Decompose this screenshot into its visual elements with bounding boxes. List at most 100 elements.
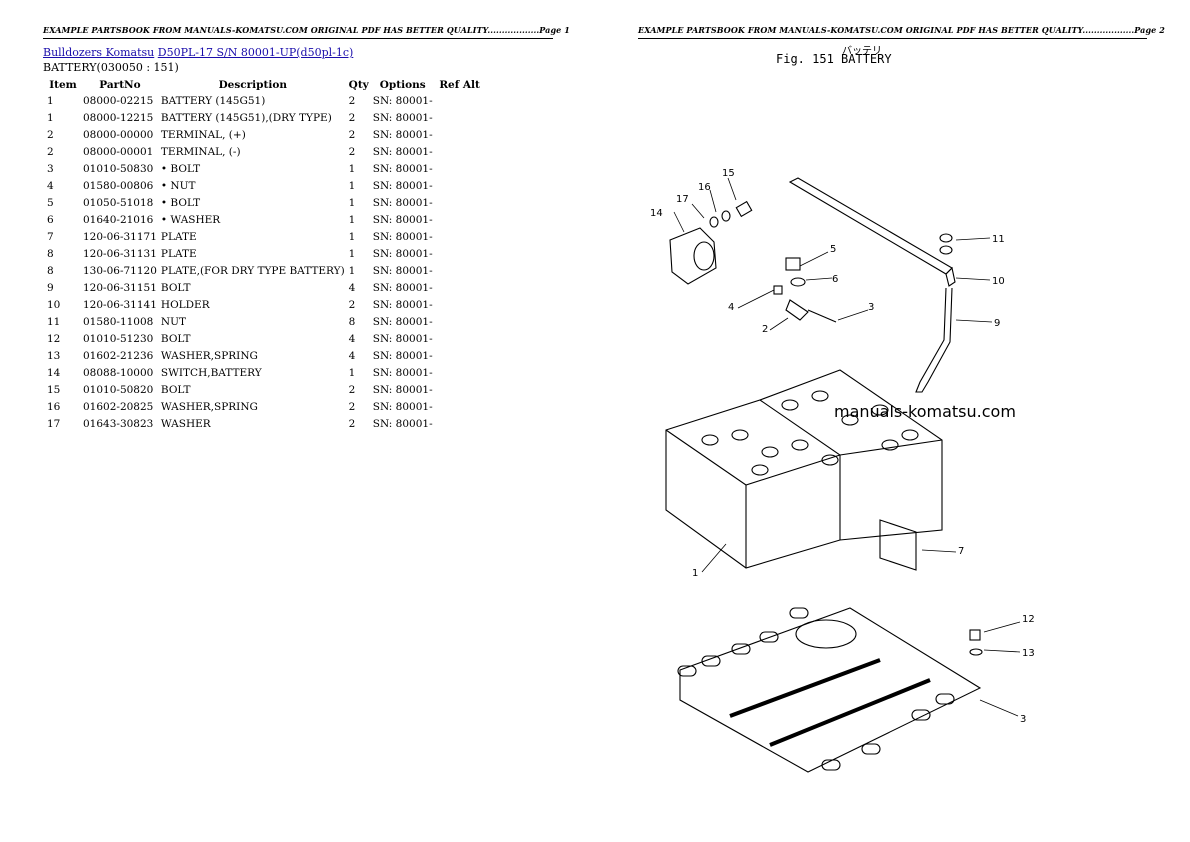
cell-ref-alt	[435, 177, 485, 194]
cell-item: 10	[47, 298, 61, 311]
cell-item: 12	[47, 332, 61, 345]
breadcrumb-link-bulldozers[interactable]: Bulldozers Komatsu	[43, 46, 155, 59]
page1-header: EXAMPLE PARTSBOOK FROM MANUALS-KOMATSU.C…	[43, 25, 570, 39]
cell-item: 8	[47, 247, 54, 260]
cell-ref-alt	[435, 330, 485, 347]
cell-partno: 01643-30823	[83, 417, 154, 430]
cell-ref-alt	[435, 313, 485, 330]
cell-partno: 01602-20825	[83, 400, 154, 413]
cell-item: 17	[47, 417, 61, 430]
cell-description: WASHER,SPRING	[160, 400, 258, 413]
cell-qty: 2	[348, 145, 356, 158]
cell-item: 7	[47, 230, 54, 243]
cell-options: SN: 80001-	[372, 94, 433, 107]
cell-ref-alt	[435, 143, 485, 160]
cell-ref-alt	[435, 279, 485, 296]
table-header-row: Item PartNo Description Qty Options Ref …	[43, 77, 485, 92]
callout-label: 9	[994, 318, 1000, 329]
figure-title: バッテリ Fig. 151 BATTERY	[776, 46, 892, 66]
cell-options: SN: 80001-	[372, 128, 433, 141]
cell-options: SN: 80001-	[372, 196, 433, 209]
cell-options: SN: 80001-	[372, 281, 433, 294]
cell-description: PLATE	[160, 247, 197, 260]
cell-ref-alt	[435, 296, 485, 313]
cell-description: SWITCH,BATTERY	[160, 366, 262, 379]
cell-qty: 4	[348, 281, 356, 294]
figure-title-main: Fig. 151 BATTERY	[776, 52, 892, 66]
cell-qty: 2	[348, 383, 356, 396]
cell-description: WASHER	[160, 417, 211, 430]
callout-label: 10	[992, 276, 1005, 287]
cell-description: • BOLT	[160, 196, 201, 209]
cell-qty: 1	[348, 213, 356, 226]
cell-partno: 01050-51018	[83, 196, 154, 209]
cell-ref-alt	[435, 126, 485, 143]
battery-exploded-diagram: 1 2 3 3 4 5 6 7 9 10 11 12 13 14 15 16 1…	[650, 168, 1035, 773]
col-header-qty: Qty	[348, 78, 369, 91]
cell-partno: 08000-12215	[83, 111, 154, 124]
col-header-description: Description	[218, 78, 287, 91]
cell-options: SN: 80001-	[372, 145, 433, 158]
cell-partno: 120-06-31131	[83, 247, 157, 260]
cell-description: BOLT	[160, 383, 191, 396]
battery-left-shape	[665, 399, 841, 569]
callout-label: 14	[650, 208, 663, 219]
cell-ref-alt	[435, 160, 485, 177]
cell-item: 15	[47, 383, 61, 396]
cell-partno: 01640-21016	[83, 213, 154, 226]
cell-options: SN: 80001-	[372, 162, 433, 175]
callout-label: 1	[692, 568, 698, 579]
cell-ref-alt	[435, 245, 485, 262]
cell-description: BOLT	[160, 281, 191, 294]
col-header-partno: PartNo	[99, 78, 141, 91]
callout-label: 15	[722, 168, 735, 179]
cell-qty: 4	[348, 349, 356, 362]
cell-description: TERMINAL, (+)	[160, 128, 246, 141]
cell-qty: 2	[348, 94, 356, 107]
cell-item: 8	[47, 264, 54, 277]
cell-qty: 4	[348, 332, 356, 345]
cell-qty: 1	[348, 196, 356, 209]
cell-item: 2	[47, 145, 54, 158]
cell-options: SN: 80001-	[372, 315, 433, 328]
cell-description: • NUT	[160, 179, 196, 192]
col-header-item: Item	[49, 78, 77, 91]
cell-partno: 08000-00000	[83, 128, 154, 141]
cell-qty: 2	[348, 128, 356, 141]
col-header-ref-alt: Ref Alt	[439, 78, 480, 91]
cell-qty: 1	[348, 264, 356, 277]
callout-label: 3	[868, 302, 874, 313]
callout-label: 17	[676, 194, 689, 205]
cell-partno: 120-06-31151	[83, 281, 157, 294]
callout-label: 3	[1020, 714, 1026, 725]
callout-label: 11	[992, 234, 1005, 245]
cell-partno: 01010-50830	[83, 162, 154, 175]
col-header-options: Options	[379, 78, 426, 91]
cell-ref-alt	[435, 92, 485, 109]
cell-ref-alt	[435, 194, 485, 211]
breadcrumb-link-model[interactable]: D50PL-17 S/N 80001-UP(d50pl-1c)	[157, 46, 354, 59]
cell-options: SN: 80001-	[372, 247, 433, 260]
cell-qty: 1	[348, 247, 356, 260]
cell-item: 16	[47, 400, 61, 413]
cell-options: SN: 80001-	[372, 349, 433, 362]
callout-label: 4	[728, 302, 734, 313]
cell-qty: 1	[348, 366, 356, 379]
cell-qty: 1	[348, 230, 356, 243]
cell-options: SN: 80001-	[372, 213, 433, 226]
cell-options: SN: 80001-	[372, 111, 433, 124]
cell-description: • BOLT	[160, 162, 201, 175]
